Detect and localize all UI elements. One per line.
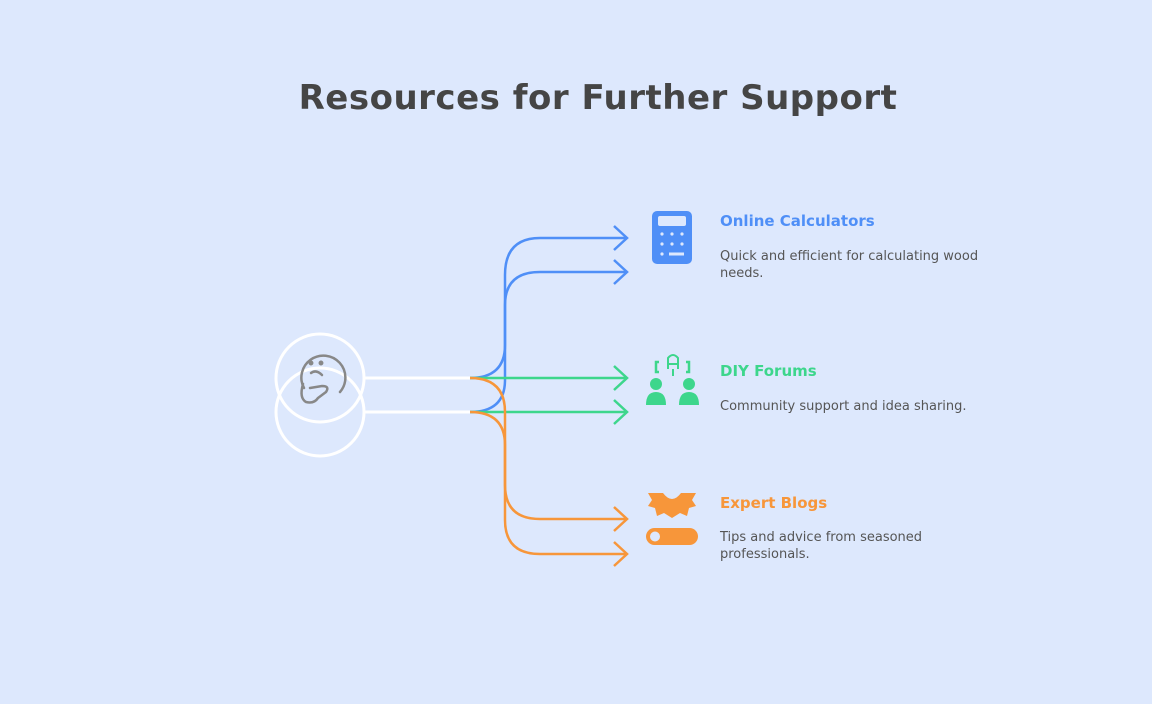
item-description: Tips and advice from seasoned profession… [720, 530, 923, 562]
forum-people-icon [646, 354, 699, 405]
gear-toggle-icon [646, 493, 698, 545]
item-title: Expert Blogs [720, 494, 828, 512]
resource-online-calculators: Online Calculators Quick and efficient f… [720, 212, 1010, 281]
calculator-icon [652, 211, 692, 264]
thinking-face-icon [300, 354, 347, 404]
item-title: Online Calculators [720, 212, 875, 230]
item-description: Quick and efficient for calculating wood… [720, 249, 979, 281]
item-description: Community support and idea sharing. [720, 399, 967, 414]
orange-connectors [469, 376, 629, 567]
page-title: Resources for Further Support [298, 78, 898, 118]
green-connectors [470, 365, 629, 425]
item-title: DIY Forums [720, 362, 817, 380]
source-circles [274, 332, 470, 458]
blue-connectors [469, 225, 629, 414]
resource-expert-blogs: Expert Blogs Tips and advice from season… [720, 494, 1010, 562]
resource-diy-forums: DIY Forums Community support and idea sh… [720, 362, 1010, 414]
